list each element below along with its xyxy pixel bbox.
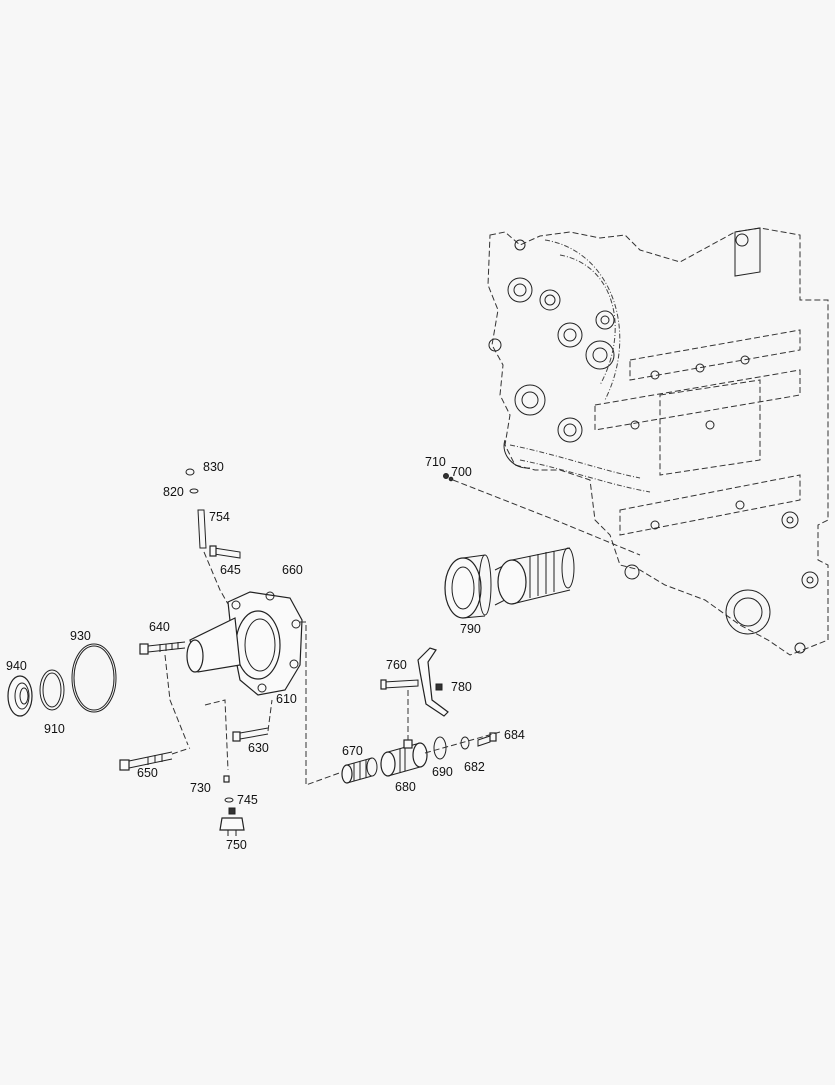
callout-670: 670 [342,744,363,758]
callout-610: 610 [276,692,297,706]
callout-930: 930 [70,629,91,643]
callout-680: 680 [395,780,416,794]
callout-745: 745 [237,793,258,807]
part-790-gear-shaft [444,547,575,619]
callout-690: 690 [432,765,453,779]
callout-750: 750 [226,838,247,852]
part-710-plug [443,473,449,479]
part-690-o-ring [433,736,447,760]
part-684-screw [477,732,497,747]
callout-630: 630 [248,741,269,755]
callout-790: 790 [460,622,481,636]
callout-754: 754 [209,510,230,524]
callout-760: 760 [386,658,407,672]
part-700-seal [448,476,454,482]
part-830-plug [185,468,195,476]
part-760-rod [380,679,419,690]
part-630-bolt [232,727,269,742]
part-730-pin [223,775,230,783]
part-820-ring [189,488,199,494]
part-750-valve [219,807,245,836]
part-910-ring [39,669,65,711]
callout-910: 910 [44,722,65,736]
callout-650: 650 [137,766,158,780]
callout-684: 684 [504,728,525,742]
callout-645: 645 [220,563,241,577]
part-610-cover [186,591,303,696]
callout-830: 830 [203,460,224,474]
callout-682: 682 [464,760,485,774]
part-930-o-ring [71,643,117,713]
callout-730: 730 [190,781,211,795]
callout-710: 710 [425,455,446,469]
callout-820: 820 [163,485,184,499]
part-650-bolt [119,751,173,771]
part-670-sleeve [341,757,378,784]
part-645-bolt [209,545,241,559]
callout-660: 660 [282,563,303,577]
part-745-washer [224,797,234,803]
part-754-stud [197,509,207,549]
callout-700: 700 [451,465,472,479]
part-640-bolt [139,641,186,655]
transmission-housing [487,227,829,656]
callout-640: 640 [149,620,170,634]
callout-940: 940 [6,659,27,673]
part-680-piston [380,739,428,777]
part-780-fork [417,647,449,717]
callout-780: 780 [451,680,472,694]
part-940-seal [7,675,33,717]
